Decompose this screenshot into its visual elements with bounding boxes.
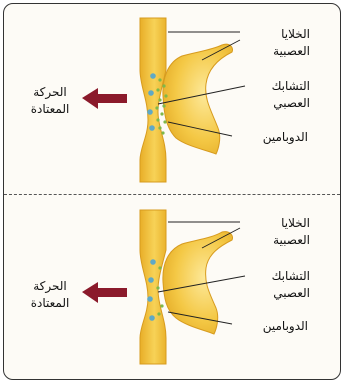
label-neurons-line2: العصبية [273, 232, 310, 249]
label-dopamine: الدوبامين [263, 318, 308, 335]
label-motion-line2: المعتادة [20, 101, 80, 118]
label-dopamine-text: الدوبامين [263, 318, 308, 335]
motion-arrow-top [82, 88, 127, 109]
presynaptic-terminal [163, 232, 233, 334]
label-synapse-line1: التشابك [272, 78, 310, 95]
label-dopamine: الدوبامين [263, 129, 308, 146]
label-neurons-line1: الخلايا [273, 215, 310, 232]
label-synapse: التشابك العصبي [272, 268, 310, 302]
label-neurons: الخلايا العصبية [273, 26, 310, 60]
label-synapse-line2: العصبي [272, 95, 310, 112]
label-motion-line2: المعتادة [20, 295, 80, 312]
label-motion-line1: الحركة [20, 278, 80, 295]
panel-top [82, 18, 245, 182]
label-synapse-line2: العصبي [272, 285, 310, 302]
label-habitual-movement: الحركة المعتادة [20, 278, 80, 312]
label-dopamine-text: الدوبامين [263, 129, 308, 146]
label-neurons: الخلايا العصبية [273, 215, 310, 249]
motion-arrow-bottom [82, 282, 127, 303]
label-habitual-movement: الحركة المعتادة [20, 84, 80, 118]
postsynaptic-neuron [140, 18, 166, 182]
panel-bottom [82, 210, 245, 364]
postsynaptic-neuron [140, 210, 166, 364]
label-synapse: التشابك العصبي [272, 78, 310, 112]
presynaptic-terminal [163, 44, 233, 154]
label-neurons-line1: الخلايا [273, 26, 310, 43]
label-motion-line1: الحركة [20, 84, 80, 101]
label-neurons-line2: العصبية [273, 43, 310, 60]
label-synapse-line1: التشابك [272, 268, 310, 285]
